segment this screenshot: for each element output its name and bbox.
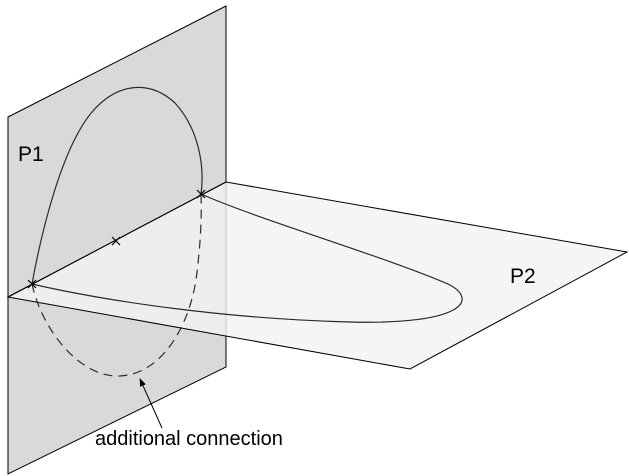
plane-p1-label: P1 (18, 143, 44, 166)
plane-p2-label: P2 (510, 265, 536, 288)
cross-marker-top (196, 189, 206, 199)
annotation-arrow (139, 378, 163, 429)
additional-connection-curve (31, 193, 202, 377)
annotation-label: additional connection (95, 428, 283, 450)
curve-in-p1 (31, 86, 203, 285)
cross-marker-middle (111, 236, 121, 246)
cross-marker-left (27, 279, 37, 289)
curve-in-p2 (31, 193, 463, 323)
